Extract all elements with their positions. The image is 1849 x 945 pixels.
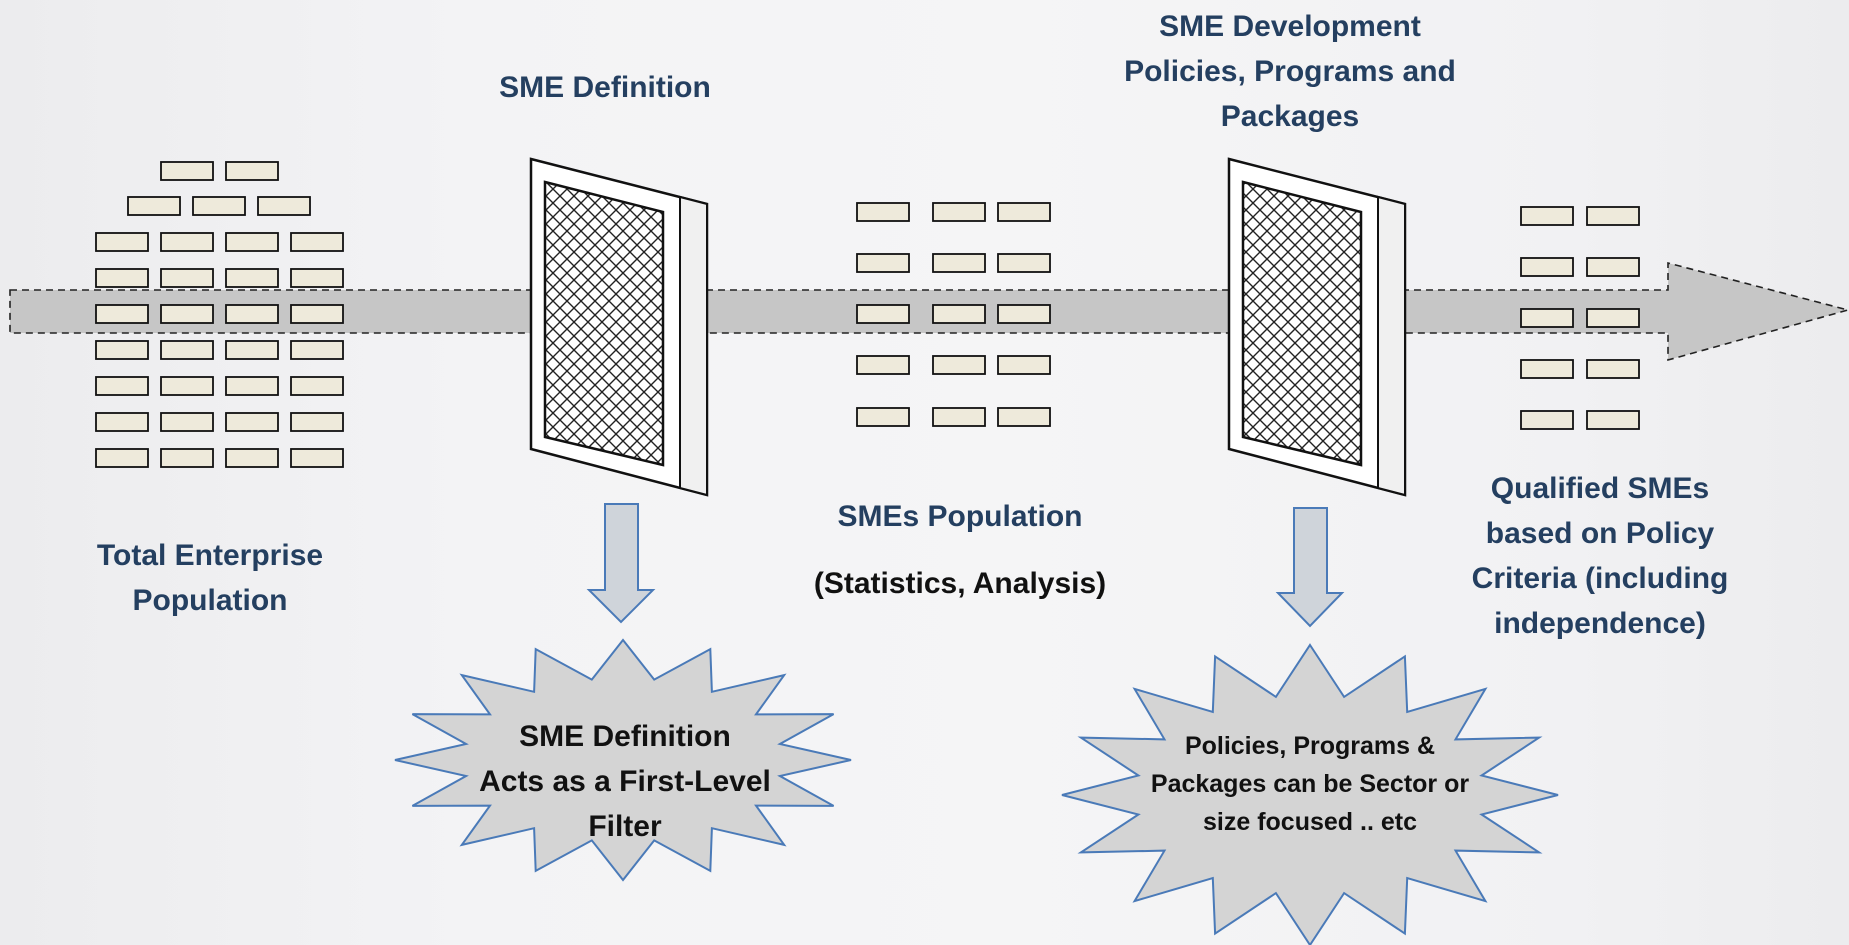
sme-population-blocks — [856, 202, 1051, 427]
enterprise-block — [160, 340, 214, 360]
enterprise-block — [95, 412, 149, 432]
sme-block — [856, 304, 910, 324]
sme-block — [997, 304, 1051, 324]
enterprise-block — [127, 196, 181, 216]
enterprise-block — [290, 232, 344, 252]
sme-block — [856, 355, 910, 375]
enterprise-block — [95, 232, 149, 252]
enterprise-block — [225, 376, 279, 396]
enterprise-block — [160, 161, 214, 181]
down-arrow-development — [1275, 507, 1345, 628]
sme-block — [932, 355, 986, 375]
qualified-sme-block — [1520, 359, 1574, 379]
sme-block — [932, 202, 986, 222]
enterprise-block — [160, 268, 214, 288]
sme-block — [856, 407, 910, 427]
enterprise-block — [95, 448, 149, 468]
enterprise-block — [160, 232, 214, 252]
enterprise-block — [95, 340, 149, 360]
enterprise-block — [290, 340, 344, 360]
sme-block — [932, 253, 986, 273]
callout-text-first-filter: SME Definition Acts as a First-Level Fil… — [479, 720, 771, 843]
qualified-sme-block — [1586, 410, 1640, 430]
qualified-sme-block — [1520, 410, 1574, 430]
qualified-sme-block — [1520, 206, 1574, 226]
enterprise-block — [257, 196, 311, 216]
sme-block — [997, 202, 1051, 222]
enterprise-block — [225, 232, 279, 252]
qualified-sme-block — [1520, 308, 1574, 328]
sme-block — [997, 407, 1051, 427]
sme-block — [932, 304, 986, 324]
down-arrow-definition — [586, 503, 656, 624]
callout-burst-second-filter — [1061, 643, 1559, 945]
enterprise-block — [290, 412, 344, 432]
enterprise-block — [95, 304, 149, 324]
enterprise-block — [225, 161, 279, 181]
callout-burst-first-filter — [394, 638, 852, 882]
enterprise-population-blocks — [95, 161, 344, 468]
enterprise-block — [225, 268, 279, 288]
enterprise-block — [160, 376, 214, 396]
enterprise-block — [95, 376, 149, 396]
enterprise-block — [160, 448, 214, 468]
enterprise-block — [95, 268, 149, 288]
enterprise-block — [290, 304, 344, 324]
enterprise-block — [290, 376, 344, 396]
qualified-smes-label: Qualified SMEs based on Policy Criteria … — [1471, 472, 1729, 640]
qualified-sme-block — [1520, 257, 1574, 277]
qualified-sme-block — [1586, 257, 1640, 277]
sme-block — [856, 202, 910, 222]
statistics-analysis-label: (Statistics, Analysis) — [813, 567, 1107, 600]
total-enterprise-label: Total Enterprise Population — [96, 539, 324, 617]
enterprise-block — [192, 196, 246, 216]
qualified-sme-block — [1586, 308, 1640, 328]
enterprise-block — [225, 448, 279, 468]
qualified-sme-block — [1586, 359, 1640, 379]
sme-block — [856, 253, 910, 273]
enterprise-block — [160, 412, 214, 432]
sme-definition-title: SME Definition — [499, 71, 711, 104]
callout-text-second-filter: Policies, Programs & Packages can be Sec… — [1150, 732, 1470, 836]
sme-block — [932, 407, 986, 427]
enterprise-block — [225, 304, 279, 324]
enterprise-block — [225, 412, 279, 432]
sme-block — [997, 355, 1051, 375]
enterprise-block — [290, 448, 344, 468]
smes-population-label: SMEs Population — [837, 500, 1083, 533]
flow-arrow — [9, 261, 1849, 362]
sme-development-filter — [1227, 157, 1407, 497]
qualified-sme-block — [1586, 206, 1640, 226]
sme-definition-filter — [529, 157, 709, 497]
qualified-sme-blocks — [1520, 206, 1640, 430]
sme-development-title: SME Development Policies, Programs and P… — [1124, 10, 1456, 133]
enterprise-block — [290, 268, 344, 288]
sme-block — [997, 253, 1051, 273]
enterprise-block — [225, 340, 279, 360]
enterprise-block — [160, 304, 214, 324]
